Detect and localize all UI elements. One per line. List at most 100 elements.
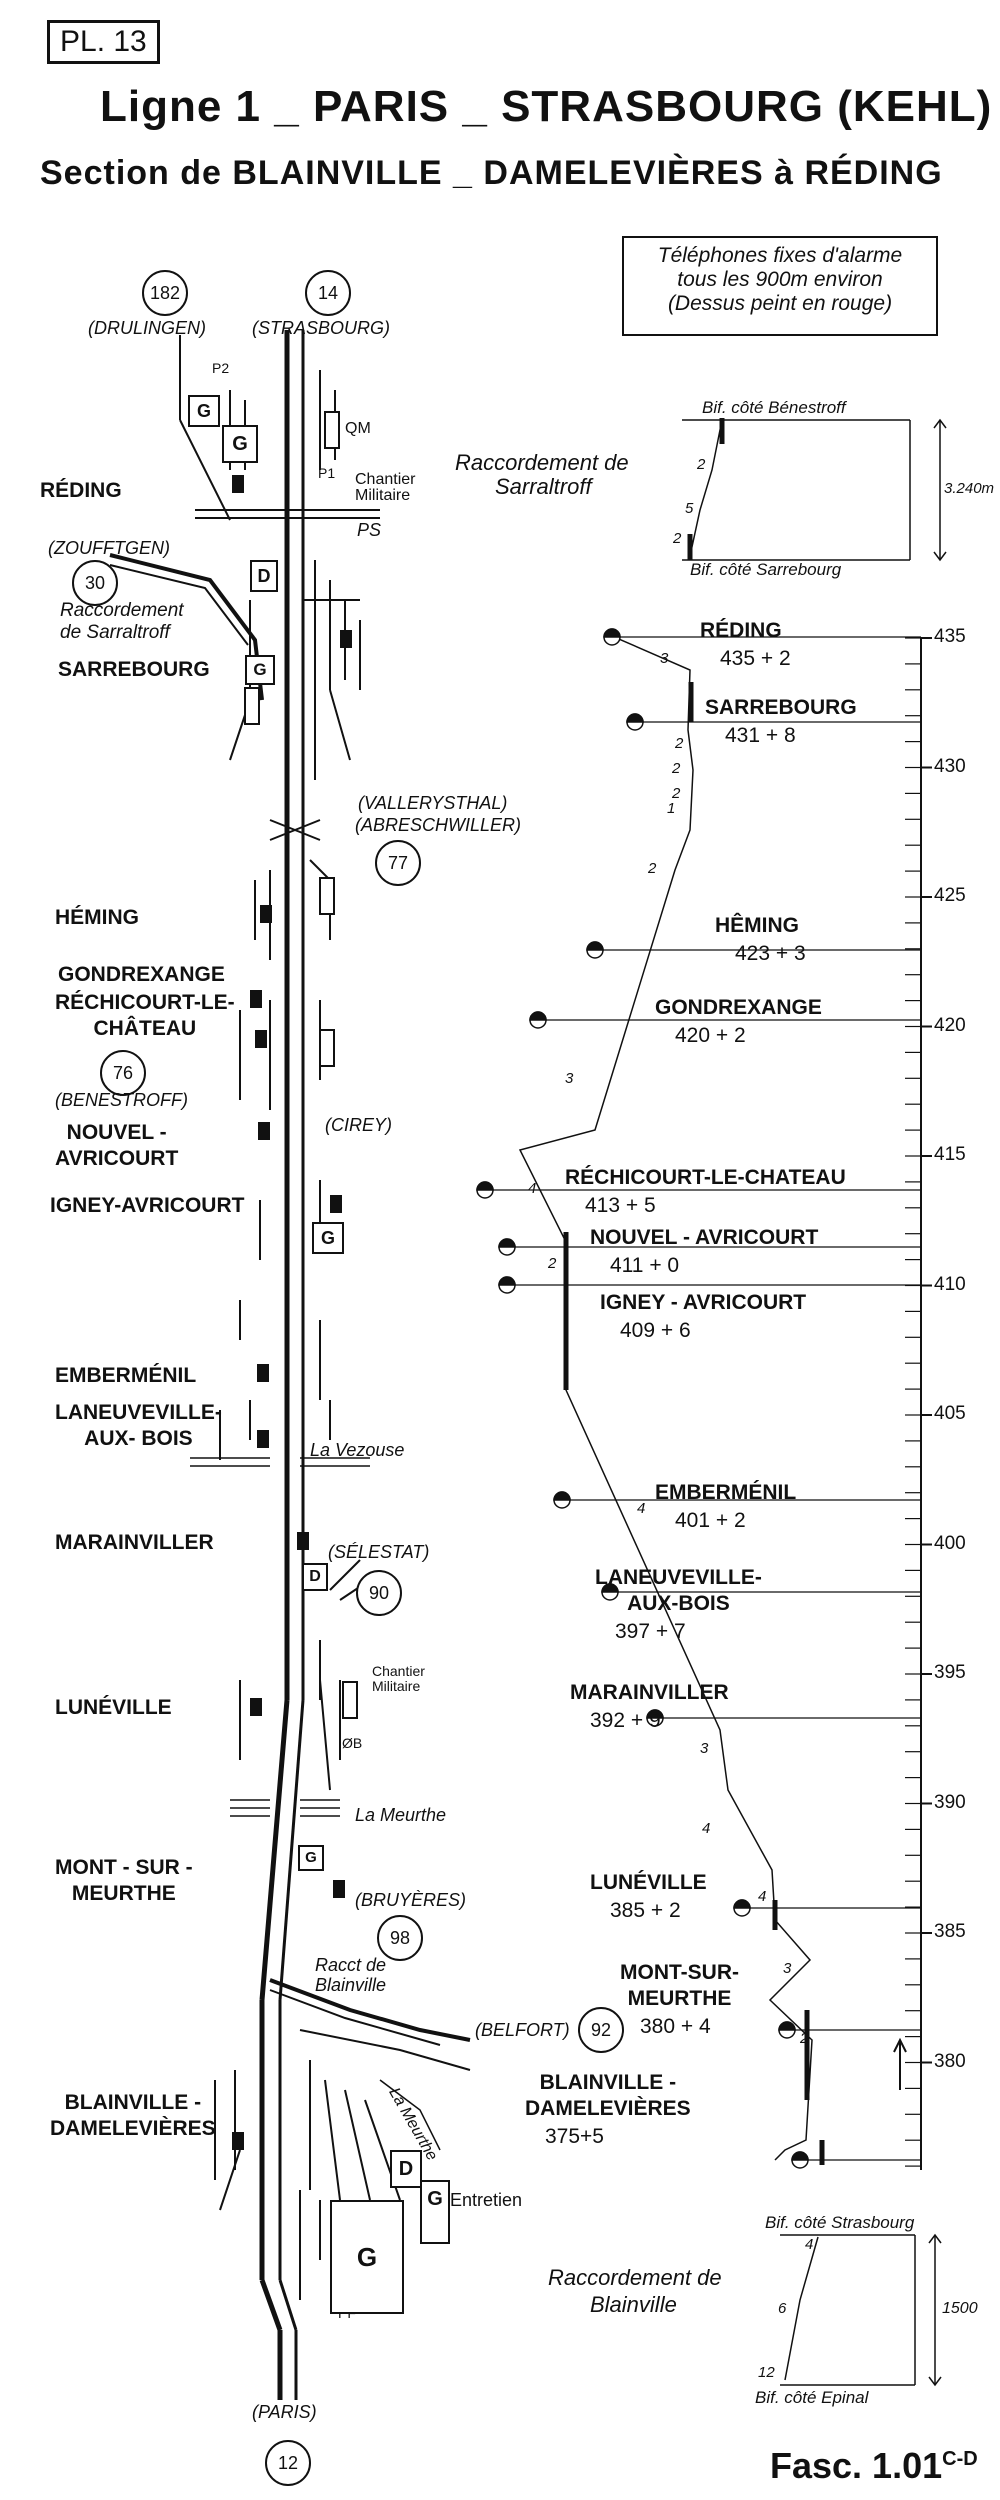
- profile-half-circles: [476, 628, 809, 2169]
- route-number-98: 98: [377, 1915, 423, 1961]
- box-g-reding: G: [188, 395, 220, 427]
- box-g-entretien: G: [420, 2180, 450, 2244]
- station-reding: RÉDING: [40, 479, 122, 502]
- label-meurthe: La Meurthe: [355, 1805, 447, 1825]
- axis-tick-label: 405: [934, 1403, 966, 1424]
- station-mont-sur-meurthe: MONT - SUR - MEURTHE: [55, 1856, 193, 1905]
- sarraltroff-gradient-3: 2: [673, 530, 682, 547]
- blainville-inset-length: 1500: [942, 2300, 978, 2317]
- label-vezouse: La Vezouse: [310, 1440, 405, 1460]
- label-qm: QM: [345, 420, 371, 437]
- station-markers: [232, 475, 352, 2150]
- profile-axis: [905, 637, 932, 2170]
- page-subtitle: Section de BLAINVILLE _ DAMELEVIÈRES à R…: [40, 154, 943, 192]
- note-line-3: (Dessus peint en rouge): [667, 292, 893, 315]
- station-rechicourt: RÉCHICOURT-LE- CHÂTEAU: [55, 991, 235, 1040]
- route-label-strasbourg: (STRASBOURG): [252, 318, 391, 338]
- profile-gradient: 2: [672, 785, 681, 802]
- blainville-title-2: Blainville: [590, 2292, 677, 2317]
- fascicle-number: Fasc. 1.01C-D: [770, 2445, 978, 2487]
- sarraltroff-inset-bottom: Bif. côté Sarrebourg: [690, 560, 842, 579]
- label-racc-sarraltroff: Raccordement de Sarraltroff: [60, 600, 184, 643]
- label-ps: PS: [357, 520, 382, 540]
- profile-station-name: LANEUVEVILLE- AUX-BOIS: [595, 1566, 762, 1615]
- label-p2: P2: [212, 360, 230, 376]
- label-ob: ØB: [342, 1735, 363, 1751]
- profile-gradient: 3: [660, 650, 669, 667]
- axis-tick-label: 380: [934, 2050, 966, 2072]
- label-bruyeres: (BRUYÈRES): [355, 1890, 467, 1910]
- profile-gradient: 4: [528, 1180, 537, 1197]
- blainville-gradient-3: 12: [758, 2364, 775, 2381]
- sarraltroff-inset-length: 3.240m: [944, 480, 995, 497]
- box-g-mont: G: [298, 1845, 324, 1871]
- direction-arrow-icon: [893, 2037, 907, 2090]
- profile-gradient: 3: [565, 1070, 574, 1087]
- profile-gradient: 2: [648, 860, 657, 877]
- blainville-title-1: Raccordement de: [548, 2265, 722, 2290]
- profile-gradient: 1: [667, 800, 676, 817]
- box-d-blainville: D: [390, 2150, 422, 2188]
- profile-station-name: IGNEY - AVRICOURT: [600, 1291, 807, 1314]
- route-number-14: 14: [305, 270, 351, 316]
- box-g-blainville: G: [330, 2200, 404, 2314]
- profile-station-name: MARAINVILLER: [570, 1681, 729, 1704]
- profile-station-pk: 397 + 7: [615, 1620, 686, 1643]
- box-d-reding: D: [250, 560, 278, 592]
- station-gondrexange: GONDREXANGE: [58, 963, 225, 986]
- profile-station-name: LUNÉVILLE: [590, 1871, 707, 1894]
- profile-gradient: 2: [548, 1255, 557, 1272]
- blainville-inset-bottom: Bif. côté Epinal: [755, 2388, 869, 2407]
- profile-gradient: 3: [700, 1740, 709, 1757]
- route-number-182: 182: [142, 270, 188, 316]
- profile-line: [518, 635, 813, 2161]
- profile-station-pk: 420 + 2: [675, 1024, 746, 1047]
- profile-station-pk: 411 + 0: [610, 1254, 680, 1277]
- fascicle-main: Fasc. 1.01: [770, 2445, 943, 2486]
- profile-station-pk: 380 + 4: [640, 2015, 711, 2038]
- profile-station-name: GONDREXANGE: [655, 996, 822, 1019]
- profile-station-pk: 392 + 9: [590, 1709, 661, 1732]
- route-number-30: 30: [72, 560, 118, 606]
- profile-gradient: 4: [758, 1888, 767, 1905]
- profile-station-name: HÊMING: [715, 914, 799, 937]
- blainville-inset-drawing: [780, 2233, 942, 2387]
- box-g-sarrebourg: G: [245, 655, 275, 685]
- profile-station-pk: 375+5: [545, 2125, 604, 2148]
- route-label-drulingen: (DRULINGEN): [88, 318, 207, 338]
- profile-station-leaders: [488, 636, 921, 2161]
- profile-gradient: 2: [800, 2030, 809, 2047]
- blainville-gradient-2: 6: [778, 2300, 787, 2317]
- station-heming: HÉMING: [55, 906, 139, 929]
- profile-station-name: RÉDING: [700, 619, 782, 642]
- station-sarrebourg: SARREBOURG: [58, 658, 210, 681]
- sarraltroff-title-2: Sarraltroff: [495, 474, 592, 499]
- profile-gradient: 2: [675, 735, 684, 752]
- sarraltroff-gradient-2: 5: [685, 500, 694, 517]
- profile-station-thick-bars: [563, 682, 825, 2165]
- blainville-inset-top: Bif. côté Strasbourg: [765, 2213, 915, 2232]
- label-chantier-1: Chantier Militaire: [355, 471, 416, 504]
- label-paris: (PARIS): [252, 2402, 317, 2422]
- axis-tick-label: 400: [934, 1532, 966, 1554]
- box-g-igney: G: [312, 1222, 344, 1254]
- axis-tick-label: 410: [934, 1273, 966, 1295]
- profile-station-name: EMBERMÉNIL: [655, 1481, 797, 1504]
- profile-station-name: MONT-SUR- MEURTHE: [620, 1961, 739, 2010]
- profile-station-pk: 435 + 2: [720, 647, 791, 670]
- axis-tick-label: 390: [934, 1791, 966, 1813]
- plate-number: PL. 13: [47, 20, 160, 64]
- qm-hatched-blocks: [244, 411, 358, 1719]
- label-p1: P1: [318, 465, 336, 481]
- profile-gradient: 4: [637, 1500, 646, 1517]
- label-selestat: (SÉLESTAT): [328, 1542, 430, 1562]
- axis-tick-label: 415: [934, 1144, 966, 1165]
- axis-tick-label: 385: [934, 1921, 966, 1942]
- profile-station-name: BLAINVILLE - DAMELEVIÈRES: [525, 2071, 691, 2120]
- station-laneuveville: LANEUVEVILLE- AUX- BOIS: [55, 1401, 222, 1450]
- profile-station-name: RÉCHICOURT-LE-CHATEAU: [565, 1166, 846, 1189]
- fascicle-sup: C-D: [942, 2448, 978, 2470]
- profile-station-name: NOUVEL - AVRICOURT: [590, 1226, 819, 1249]
- alarm-phone-note: Téléphones fixes d'alarme tous les 900m …: [622, 236, 938, 336]
